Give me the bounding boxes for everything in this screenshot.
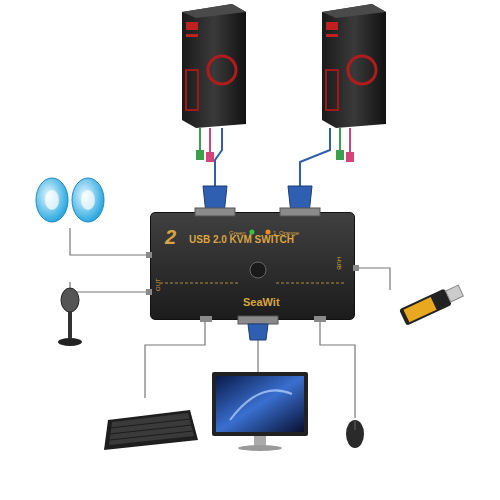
mouse <box>346 420 364 448</box>
computer-tower <box>322 4 386 128</box>
pc-cable <box>200 128 350 186</box>
port-count: 2 <box>165 227 176 247</box>
kvm-switch-box: 2USB 2.0 KVM SWITCHGreen21OrangeSeaWitHU… <box>150 212 355 320</box>
audio-plug <box>196 150 354 162</box>
led-label: Green <box>229 230 246 236</box>
brand-name: SeaWit <box>243 297 280 308</box>
led-number: 1 <box>273 230 276 236</box>
led-label: Orange <box>279 230 299 236</box>
led-number: 2 <box>249 230 252 236</box>
speakers <box>36 178 104 222</box>
product-title: USB 2.0 KVM SWITCH <box>189 235 294 245</box>
microphone <box>58 288 82 346</box>
monitor <box>212 372 308 451</box>
port-label: OUT <box>155 278 161 291</box>
port-label: HUB <box>336 257 342 270</box>
usb-drive <box>399 282 465 325</box>
computer-tower <box>182 4 246 128</box>
keyboard <box>104 410 198 450</box>
